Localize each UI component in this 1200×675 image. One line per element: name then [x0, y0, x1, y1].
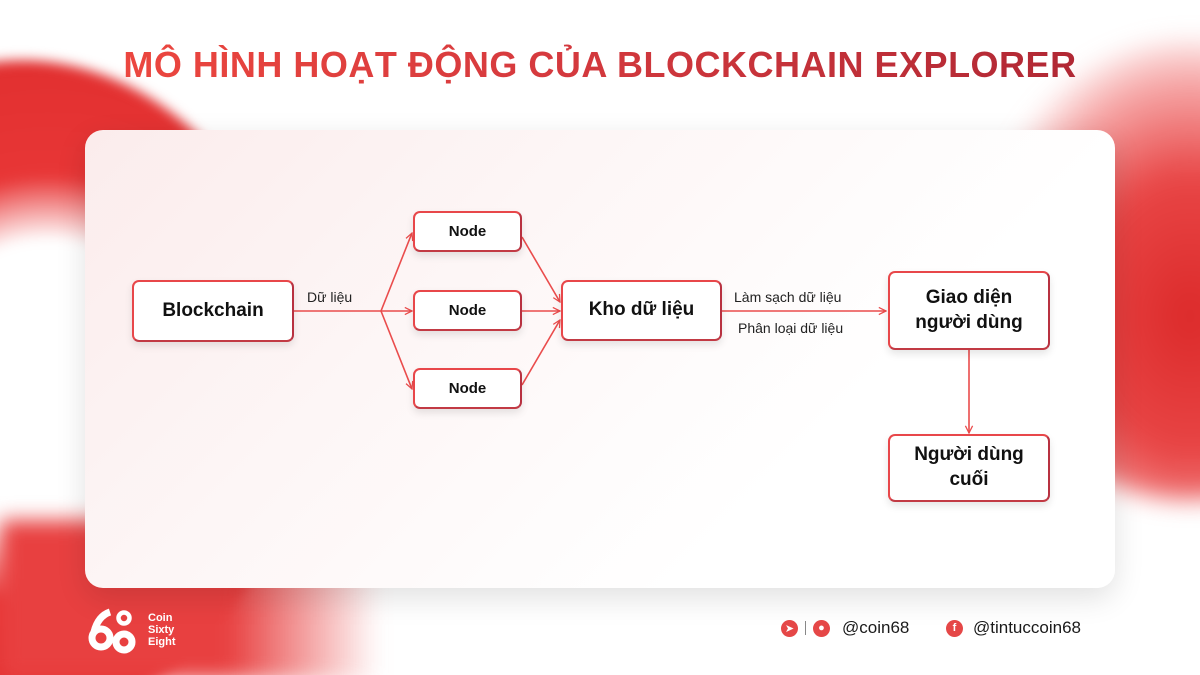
- facebook-icon[interactable]: f: [946, 619, 963, 637]
- user-interface-box: Giao diện người dùng: [888, 271, 1050, 350]
- edge-label-classify-data: Phân loại dữ liệu: [738, 320, 844, 336]
- user-interface-label-line2: người dùng: [915, 311, 1023, 333]
- edge-to-node-1: [380, 233, 412, 312]
- data-warehouse-label: Kho dữ liệu: [588, 299, 695, 321]
- node-box-3: Node: [413, 368, 522, 409]
- end-user-label-line2: cuối: [949, 469, 989, 490]
- telegram-icon[interactable]: ➤: [781, 619, 798, 637]
- edge-to-node-3: [380, 310, 412, 389]
- diagram-card: [85, 130, 1115, 588]
- edge-label-clean-data: Làm sạch dữ liệu: [734, 289, 842, 305]
- page-title: MÔ HÌNH HOẠT ĐỘNG CỦA BLOCKCHAIN EXPLORE…: [0, 44, 1200, 86]
- brand-logo: Coin Sixty Eight: [88, 606, 176, 654]
- coin68-logo-icon: [88, 608, 136, 654]
- node-label: Node: [448, 302, 487, 319]
- social-telegram-twitter[interactable]: ➤ ● @coin68: [781, 618, 909, 638]
- end-user-label-line1: Người dùng: [914, 444, 1024, 466]
- social-facebook[interactable]: f @tintuccoin68: [946, 618, 1081, 638]
- node-box-1: Node: [413, 211, 522, 252]
- brand-name: Coin Sixty Eight: [148, 612, 176, 648]
- user-interface-label-line1: Giao diện: [925, 286, 1013, 308]
- node-label: Node: [448, 380, 487, 397]
- brand-line-1: Coin: [148, 612, 173, 624]
- icon-separator: [805, 621, 806, 635]
- twitter-icon[interactable]: ●: [813, 619, 830, 637]
- blockchain-box: Blockchain: [132, 280, 294, 342]
- data-warehouse-box: Kho dữ liệu: [561, 280, 722, 341]
- brand-line-3: Eight: [148, 636, 176, 648]
- social-handle-coin68[interactable]: @coin68: [842, 618, 910, 637]
- edge-node-1-warehouse: [521, 236, 560, 302]
- end-user-box: Người dùng cuối: [888, 434, 1050, 502]
- edge-node-3-warehouse: [521, 320, 560, 386]
- brand-line-2: Sixty: [148, 624, 175, 636]
- social-handle-tintuccoin68[interactable]: @tintuccoin68: [973, 618, 1081, 637]
- edge-label-data: Dữ liệu: [307, 289, 353, 305]
- node-label: Node: [448, 223, 487, 240]
- blockchain-label: Blockchain: [162, 299, 264, 321]
- node-box-2: Node: [413, 290, 522, 331]
